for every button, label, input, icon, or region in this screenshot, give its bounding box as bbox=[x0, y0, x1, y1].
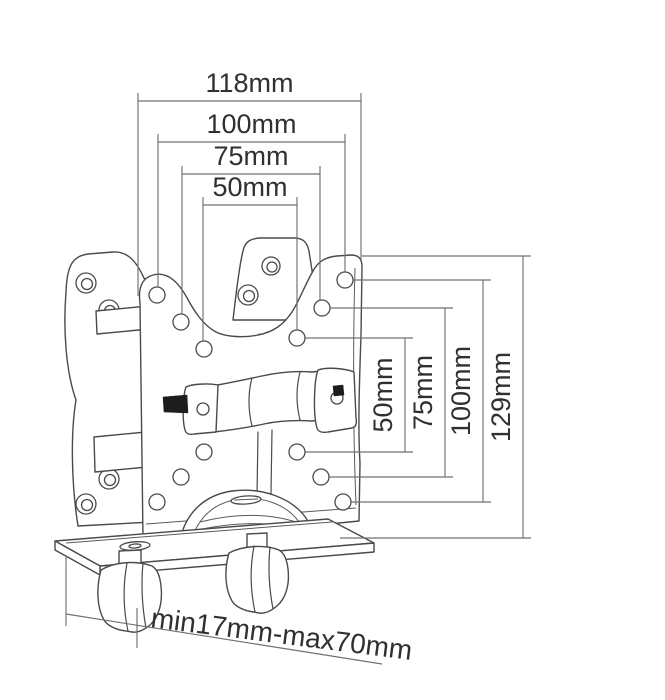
dim-label-width-50: 50mm bbox=[212, 172, 287, 202]
vesa-plate-back bbox=[64, 251, 153, 527]
clamp-band bbox=[162, 367, 358, 436]
rail-ledge-lower bbox=[93, 431, 148, 473]
dim-label-clamp-range: min17mm-max70mm bbox=[149, 602, 414, 666]
wing-knob-left bbox=[97, 549, 163, 633]
dim-line-clamp-range bbox=[65, 613, 383, 665]
dim-label-height-50: 50mm bbox=[368, 357, 398, 432]
dim-label-height-100: 100mm bbox=[446, 346, 476, 436]
clamp-pin-right bbox=[332, 384, 345, 397]
bracket-drawing bbox=[54, 237, 375, 633]
dim-label-width-100: 100mm bbox=[206, 109, 296, 139]
dim-label-width-118: 118mm bbox=[205, 68, 293, 98]
wing-knob-right bbox=[225, 532, 290, 614]
pole-column-lower bbox=[256, 429, 273, 496]
dim-label-height-75: 75mm bbox=[408, 355, 438, 430]
clamp-bolt-left bbox=[162, 394, 189, 414]
dim-label-height-129: 129mm bbox=[486, 352, 516, 442]
dim-label-width-75: 75mm bbox=[213, 141, 288, 171]
